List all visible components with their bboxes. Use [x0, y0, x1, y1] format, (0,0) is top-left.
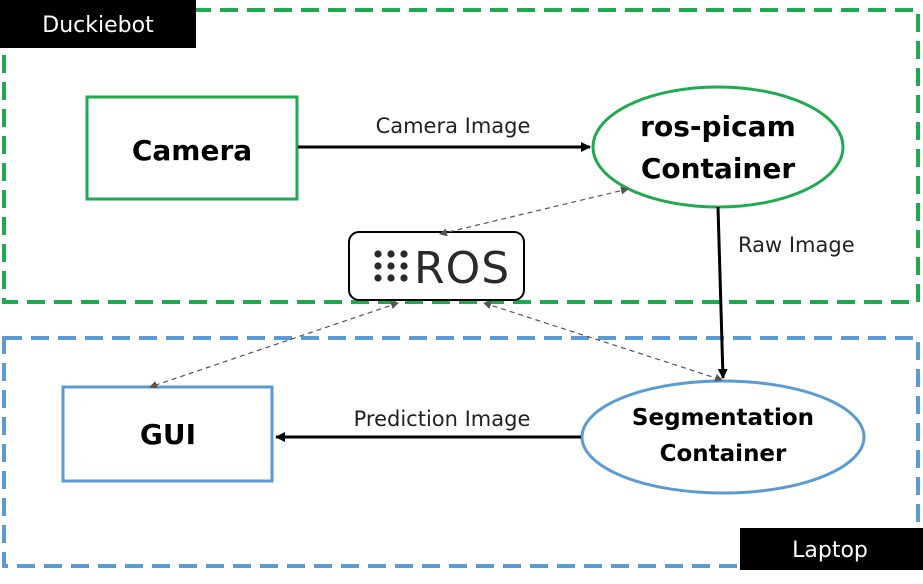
duckiebot-region: Duckiebot — [0, 0, 920, 304]
segmentation-label-line1: Segmentation — [632, 405, 814, 431]
laptop-label: Laptop — [792, 538, 868, 563]
segmentation-label-line2: Container — [660, 441, 787, 467]
gui-node: GUI — [61, 385, 274, 483]
ros-segmentation-link — [483, 301, 723, 382]
ros-dots-icon — [374, 250, 408, 282]
raw-image-edge: Raw Image — [716, 206, 855, 379]
camera-image-edge: Camera Image — [298, 114, 591, 152]
camera-label: Camera — [132, 134, 252, 167]
ros-picam-link — [439, 186, 629, 237]
picam-label-line1: ros-picam — [640, 110, 796, 143]
ros-label: ROS — [414, 243, 510, 294]
picam-label-line2: Container — [641, 152, 796, 185]
duckiebot-label: Duckiebot — [42, 13, 154, 38]
ros-gui-link — [149, 301, 399, 389]
gui-label: GUI — [140, 418, 196, 451]
laptop-region: Laptop — [2, 336, 923, 570]
prediction-image-label: Prediction Image — [354, 407, 531, 431]
prediction-image-edge: Prediction Image — [275, 407, 581, 442]
camera-node: Camera — [85, 95, 299, 201]
camera-image-label: Camera Image — [376, 114, 531, 138]
raw-image-label: Raw Image — [738, 233, 855, 257]
segmentation-container-node: Segmentation Container — [580, 379, 866, 495]
ros-links — [149, 186, 723, 389]
picam-container-node: ros-picam Container — [591, 85, 845, 209]
ros-node: ROS — [348, 231, 525, 301]
